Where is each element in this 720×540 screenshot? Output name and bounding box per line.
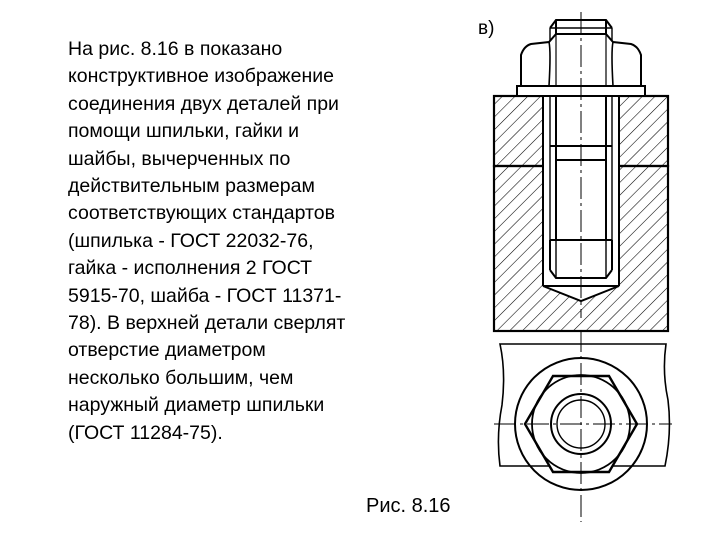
section-view [492, 12, 670, 333]
view-label: в) [478, 18, 495, 39]
description-line: действительным размерам [68, 175, 315, 198]
description-line: 78). В верхней детали сверлят [68, 312, 346, 335]
plate-outline [497, 343, 671, 467]
description-line: отверстие диаметром [68, 339, 266, 362]
top-view [494, 330, 672, 522]
description-line: На рис. 8.16 в показано [68, 38, 283, 60]
description-line: (шпилька - ГОСТ 22032-76, [68, 229, 314, 252]
description-line: шайбы, вычерченных по [68, 147, 291, 170]
description-line: (ГОСТ 11284-75). [68, 421, 223, 444]
description-line: конструктивное изображение [68, 65, 334, 88]
description-line: соответствующих стандартов [68, 202, 335, 225]
description-text: На рис. 8.16 в показано конструктивное и… [68, 36, 428, 447]
description-line: соединения двух деталей при [68, 92, 339, 115]
description-line: несколько большим, чем [68, 366, 294, 389]
lower-plate-section [492, 164, 670, 333]
description-line: гайка - исполнения 2 ГОСТ [68, 257, 313, 280]
figure-caption: Рис. 8.16 [366, 495, 451, 517]
description-line: 5915-70, шайба - ГОСТ 11371- [68, 284, 342, 307]
description-line: наружный диаметр шпильки [68, 394, 325, 417]
description-line: помощи шпильки, гайки и [68, 120, 300, 143]
upper-plate-section [492, 94, 670, 168]
